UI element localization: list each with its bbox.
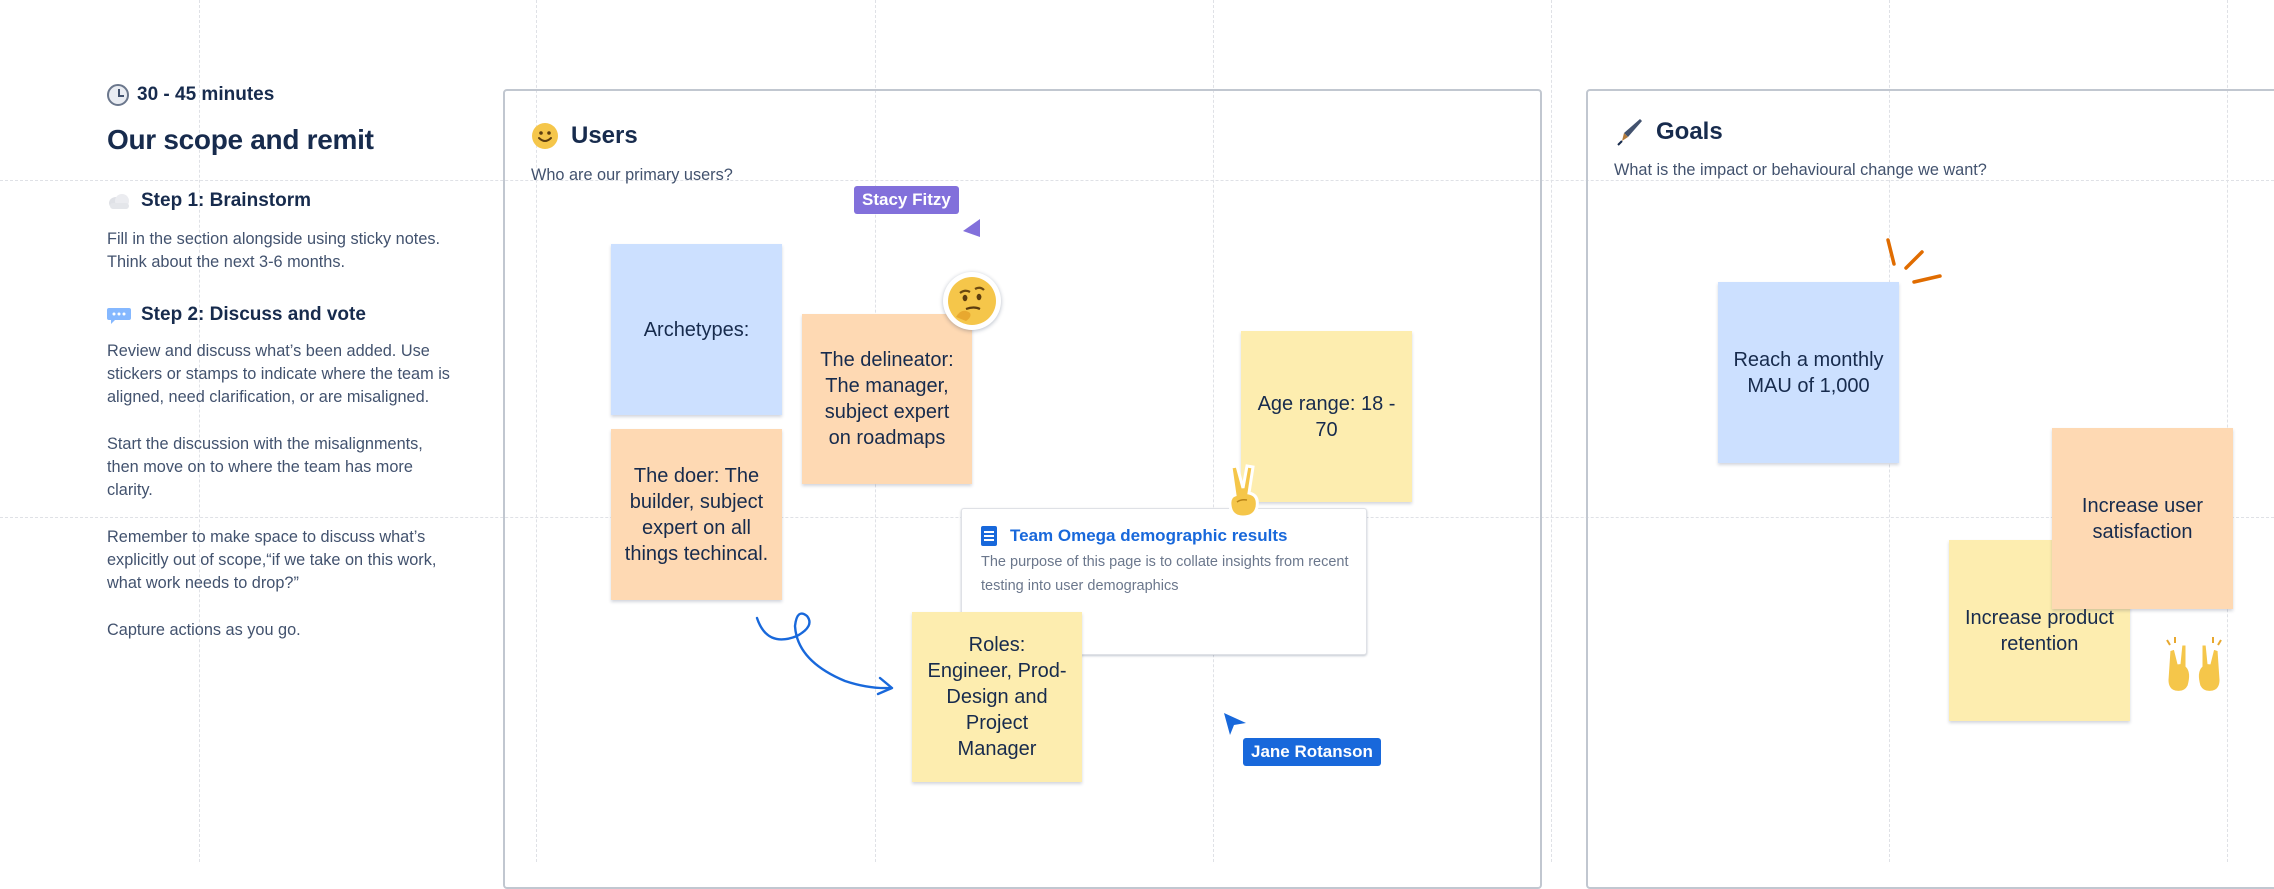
document-icon xyxy=(981,526,997,546)
step-1-title: Step 1: Brainstorm xyxy=(141,190,311,211)
grid-line xyxy=(1551,0,1552,862)
grid-line xyxy=(536,0,537,862)
linked-page-card[interactable]: Team Omega demographic results The purpo… xyxy=(961,508,1367,655)
sticky-note-archetypes[interactable]: Archetypes: xyxy=(611,244,782,415)
step-1-heading: Step 1: Brainstorm xyxy=(107,190,459,212)
step-2-heading: Step 2: Discuss and vote xyxy=(107,304,459,326)
step-2-title: Step 2: Discuss and vote xyxy=(141,304,366,325)
connector-arrow[interactable] xyxy=(752,608,902,698)
step-2-paragraph: Start the discussion with the misalignme… xyxy=(107,435,423,499)
cursor-arrow-icon xyxy=(963,219,980,237)
duration-row: 30 - 45 minutes xyxy=(107,84,459,106)
sticky-note-satisfaction[interactable]: Increase user satisfaction xyxy=(2052,428,2233,609)
sticky-note-age-range[interactable]: Age range: 18 - 70 xyxy=(1241,331,1412,502)
instructions-panel: 30 - 45 minutes Our scope and remit Step… xyxy=(107,84,459,642)
linked-page-title[interactable]: Team Omega demographic results xyxy=(1010,526,1288,545)
goals-title-text: Goals xyxy=(1656,118,1723,145)
sticky-note-mau[interactable]: Reach a monthly MAU of 1,000 xyxy=(1718,282,1899,463)
users-title-text: Users xyxy=(571,122,638,149)
sticky-note-roles[interactable]: Roles: Engineer, Prod-Design and Project… xyxy=(912,612,1082,782)
emphasis-lines-icon xyxy=(1886,238,1942,284)
clock-icon xyxy=(107,84,129,106)
step-1-body: Fill in the section alongside using stic… xyxy=(107,230,441,271)
users-subtitle: Who are our primary users? xyxy=(531,166,733,184)
goals-frame-title: Goals xyxy=(1614,117,1723,147)
collaborator-label-stacy: Stacy Fitzy xyxy=(854,186,959,214)
smiley-icon xyxy=(532,123,558,149)
victory-hand-icon[interactable] xyxy=(1225,462,1269,518)
cursor-arrow-icon xyxy=(1224,713,1246,735)
sticky-note-retention[interactable]: Increase product retention xyxy=(1949,540,2130,721)
grid-line xyxy=(0,180,2274,181)
duration-label: 30 - 45 minutes xyxy=(137,84,275,105)
step-2-paragraph: Capture actions as you go. xyxy=(107,621,301,639)
step-2-paragraph: Remember to make space to discuss what’s… xyxy=(107,528,437,592)
collaborator-label-jane: Jane Rotanson xyxy=(1243,738,1381,766)
grid-line xyxy=(1213,0,1214,862)
pen-icon xyxy=(1617,119,1642,146)
users-frame-title: Users xyxy=(531,122,638,150)
linked-page-description: The purpose of this page is to collate i… xyxy=(981,554,1349,594)
page-title: Our scope and remit xyxy=(107,124,374,155)
cloud-icon xyxy=(109,194,129,209)
goals-subtitle: What is the impact or behavioural change… xyxy=(1614,161,1987,179)
sticky-note-delineator[interactable]: The delineator: The manager, subject exp… xyxy=(802,314,972,484)
sticky-note-doer[interactable]: The doer: The builder, subject expert on… xyxy=(611,429,782,600)
raising-hands-icon[interactable] xyxy=(2163,634,2225,696)
step-2-paragraph: Review and discuss what’s been added. Us… xyxy=(107,342,450,406)
speech-bubble-icon xyxy=(107,308,131,324)
thinking-face-icon[interactable] xyxy=(943,272,1001,330)
grid-line xyxy=(199,0,200,862)
